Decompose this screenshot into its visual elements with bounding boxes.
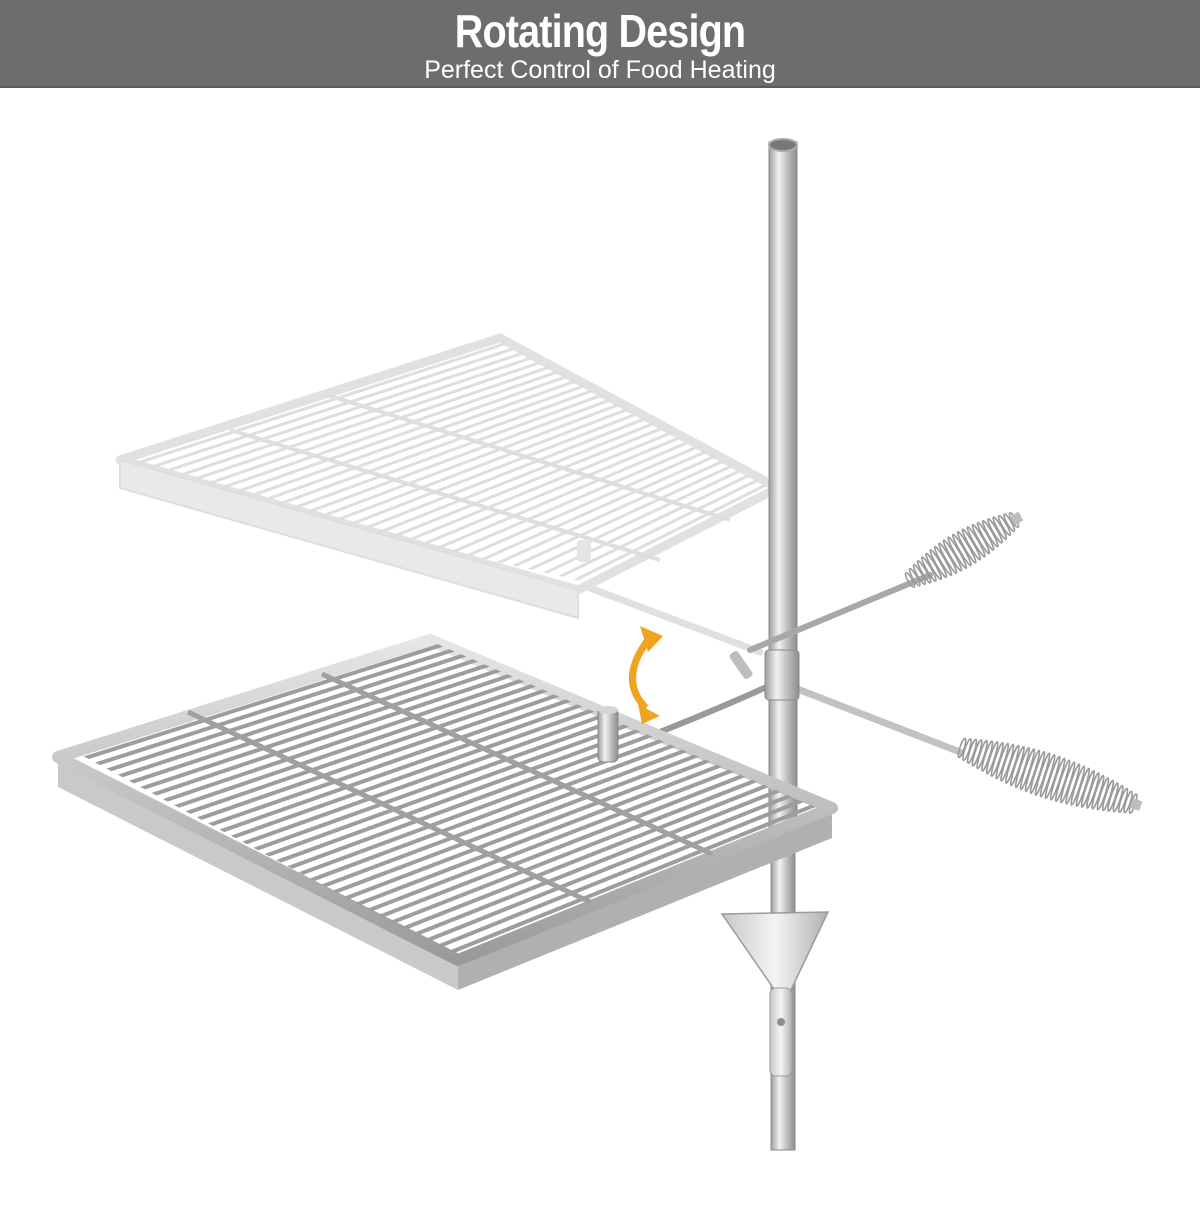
banner-subtitle: Perfect Control of Food Heating	[424, 56, 776, 84]
product-scene	[0, 88, 1200, 1200]
rotation-arrow-icon	[629, 626, 663, 724]
banner-title: Rotating Design	[454, 5, 746, 57]
grate-faded-position	[115, 333, 783, 656]
spring-handle-icon	[904, 511, 1143, 814]
product-illustration	[52, 138, 1143, 1151]
ground-stake	[720, 911, 830, 1077]
grate-front-position	[52, 634, 838, 990]
swing-arm	[657, 572, 964, 756]
header-banner: Rotating Design Perfect Control of Food …	[0, 0, 1200, 88]
